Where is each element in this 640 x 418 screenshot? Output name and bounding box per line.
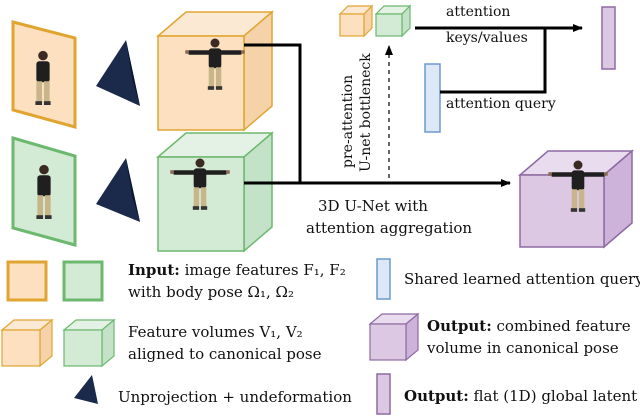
query-line: [440, 28, 547, 94]
legend-output2-bold: Output:: [404, 387, 469, 405]
feature-volume-orange: [155, 10, 275, 132]
legend-swatch-orange: [6, 260, 48, 302]
legend-output1-line2: volume in canonical pose: [427, 339, 619, 357]
label-unet-line2: attention aggregation: [306, 219, 473, 237]
bottleneck-cube-green: [374, 4, 412, 38]
input-plane-green: [11, 136, 77, 247]
input-plane-orange: [11, 20, 77, 129]
legend-latent-bar: [376, 373, 391, 415]
legend-output1-text: Output: combined feature: [427, 316, 631, 336]
legend-input-bold: Input:: [128, 261, 180, 279]
attention-query-bar: [424, 63, 441, 133]
legend-swatch-green: [62, 260, 104, 302]
bottleneck-cube-orange: [338, 4, 374, 38]
feature-volume-green: [155, 131, 275, 253]
legend-output1-line1: combined feature: [491, 317, 631, 335]
legend-input-line1: image features F₁, F₂: [179, 261, 346, 279]
label-keys-values: keys/values: [446, 30, 528, 46]
label-attention: attention: [446, 4, 511, 20]
legend-feature-line2: aligned to canonical pose: [128, 345, 322, 363]
legend-query-bar: [376, 258, 391, 300]
legend-cube-orange: [0, 318, 54, 368]
legend-unprojection: Unprojection + undeformation: [118, 388, 352, 406]
label-pre-attention: pre-attention: [340, 74, 356, 168]
legend-output2-text: Output: flat (1D) global latent: [404, 386, 637, 406]
legend-input-text: Input: image features F₁, F₂: [128, 260, 346, 280]
output-volume-purple: [517, 149, 635, 249]
camera-frustum-icon: [96, 40, 140, 106]
legend-cube-green: [62, 318, 116, 368]
camera-frustum-icon: [74, 375, 98, 404]
legend-cube-purple: [368, 312, 420, 362]
legend-feature-line1: Feature volumes V₁, V₂: [128, 323, 303, 341]
legend-input-line2: with body pose Ω₁, Ω₂: [128, 283, 294, 301]
global-latent-bar: [601, 6, 616, 70]
legend-output1-bold: Output:: [427, 317, 492, 335]
legend-output2-rest: flat (1D) global latent: [468, 387, 638, 405]
label-attention-query: attention query: [446, 96, 556, 112]
flow-line-orange: [244, 43, 302, 183]
label-unet-bottleneck: U-net bottleneck: [358, 53, 374, 172]
label-unet-line1: 3D U-Net with: [318, 197, 428, 215]
camera-frustum-icon: [96, 158, 140, 222]
legend-shared-query: Shared learned attention query: [404, 270, 640, 288]
